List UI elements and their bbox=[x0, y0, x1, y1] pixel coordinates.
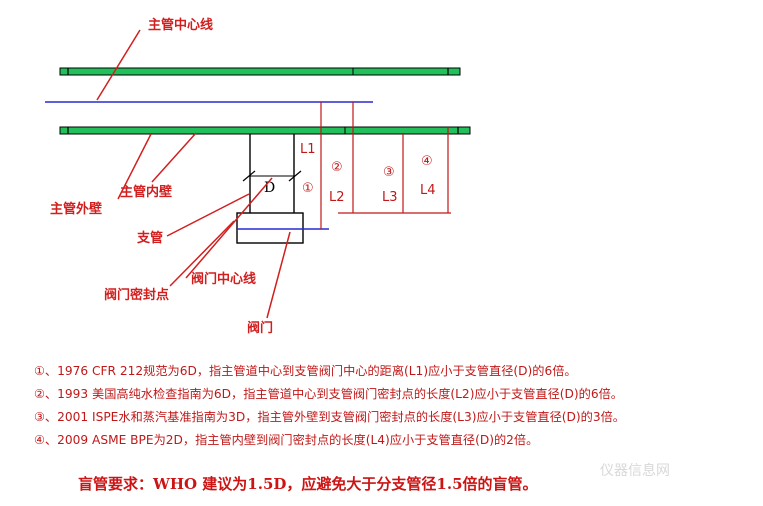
note-1: ①、1976 CFR 212规范为6D，指主管道中心到支管阀门中心的距离(L1)… bbox=[34, 364, 577, 378]
dead-leg-requirement: 盲管要求：WHO 建议为1.5D，应避免大于分支管径1.5倍的盲管。 bbox=[78, 475, 538, 493]
watermark: 仪器信息网 bbox=[600, 463, 670, 479]
branch-pipe bbox=[249, 134, 295, 213]
label-main-pipe-centerline: 主管中心线 bbox=[148, 17, 213, 33]
leader-lines bbox=[96, 29, 291, 319]
dimension-num-4: ④ bbox=[421, 154, 433, 169]
dimension-label-l2: L2 bbox=[329, 190, 345, 205]
dimension-label-l4: L4 bbox=[420, 183, 436, 198]
label-valve-seal-point: 阀门密封点 bbox=[104, 287, 169, 303]
dimension-label-l3: L3 bbox=[382, 190, 398, 205]
diameter-marker: D bbox=[242, 170, 302, 196]
main-pipe-upper-wall bbox=[59, 67, 461, 76]
label-main-pipe-outer-wall: 主管外壁 bbox=[50, 201, 102, 217]
dimension-num-2: ② bbox=[331, 160, 343, 175]
note-3: ③、2001 ISPE水和蒸汽基准指南为3D，指主管外壁到支管阀门密封点的长度(… bbox=[34, 410, 625, 424]
label-valve-centerline: 阀门中心线 bbox=[191, 271, 256, 287]
note-2: ②、1993 美国高纯水检查指南为6D，指主管道中心到支管阀门密封点的长度(L2… bbox=[34, 387, 623, 401]
valve-body bbox=[236, 212, 304, 244]
dimension-num-1: ① bbox=[302, 181, 314, 196]
label-valve: 阀门 bbox=[247, 320, 273, 336]
label-main-pipe-inner-wall: 主管内壁 bbox=[120, 184, 172, 200]
dimension-lines bbox=[320, 102, 451, 229]
dimension-num-3: ③ bbox=[383, 165, 395, 180]
main-pipe-lower-wall bbox=[59, 126, 471, 135]
dimension-labels: L1 ① ② L2 ③ L3 ④ L4 bbox=[300, 142, 436, 205]
dimension-label-l1: L1 bbox=[300, 142, 316, 157]
label-branch-pipe: 支管 bbox=[136, 230, 163, 246]
note-4: ④、2009 ASME BPE为2D，指主管内壁到阀门密封点的长度(L4)应小于… bbox=[34, 433, 539, 447]
diameter-label: D bbox=[264, 180, 275, 196]
